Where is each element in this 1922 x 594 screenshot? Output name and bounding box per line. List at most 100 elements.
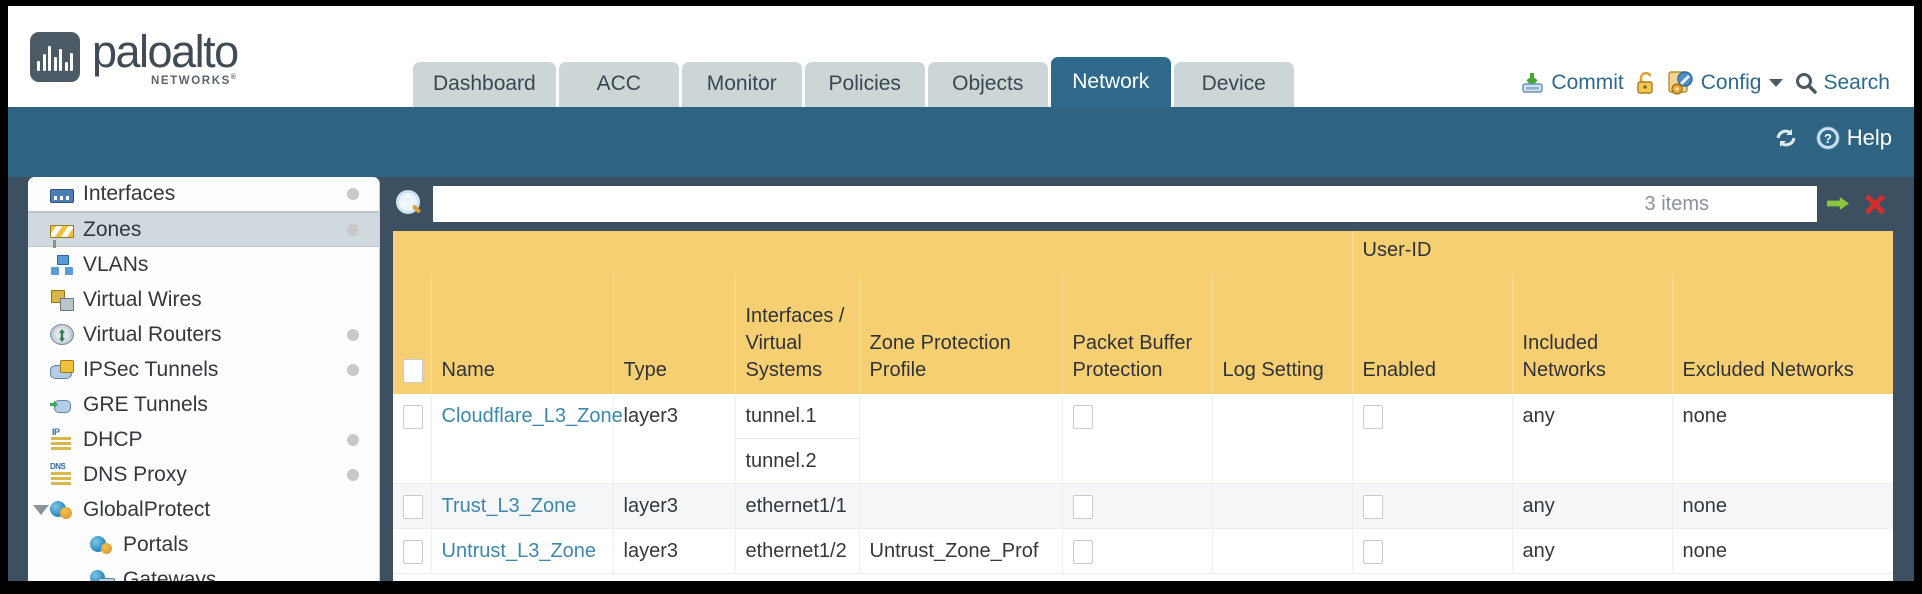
cell-included-networks: any [1512,528,1673,574]
sidebar-item-label: Virtual Routers [83,322,222,346]
row-select-checkbox[interactable] [403,494,423,519]
cell-packet-buffer-protection [1062,528,1213,574]
cell-included-networks: any [1512,394,1673,484]
interface-entry: tunnel.1 [735,394,859,439]
commit-button[interactable]: Commit [1520,71,1624,95]
cell-zone-protection-profile [859,483,1063,529]
chevron-down-icon[interactable] [1769,78,1784,87]
sidebar-item-portals[interactable]: Portals [28,527,379,562]
filter-toolbar: 3 items [393,177,1893,231]
search-magnifier-icon[interactable] [395,189,425,219]
lock-button[interactable] [1635,71,1657,95]
sidebar-item-label: DNS Proxy [83,462,187,486]
row-select-checkbox[interactable] [403,539,423,564]
ipsec-tunnels-icon [50,359,74,381]
column-header-zone-protection-profile[interactable]: Zone Protection Profile [859,274,1063,394]
registered-mark: ® [230,74,238,81]
cell-type: layer3 [613,394,736,484]
search-label: Search [1823,70,1890,94]
search-input[interactable] [433,186,1817,222]
header-actions: Commit [1520,70,1890,95]
zone-name-link[interactable]: Cloudflare_L3_Zone [441,405,623,427]
sidebar-item-label: Zones [83,217,142,241]
gre-tunnels-icon [50,394,74,416]
sidebar-item-globalprotect[interactable]: GlobalProtect [28,492,379,527]
table-row[interactable]: Trust_L3_Zone layer3 ethernet1/1 [393,483,1893,529]
sidebar-item-virtual-wires[interactable]: Virtual Wires [28,282,379,317]
sidebar-item-virtual-routers[interactable]: Virtual Routers [28,317,379,352]
red-x-clear-icon[interactable] [1861,190,1889,218]
tab-device[interactable]: Device [1173,62,1294,107]
zone-name-link[interactable]: Trust_L3_Zone [441,495,577,517]
tab-acc[interactable]: ACC [558,62,679,107]
cell-userid-enabled [1352,394,1513,484]
tab-objects[interactable]: Objects [927,62,1048,107]
brand-tagline-text: NETWORKS [150,74,231,87]
sidebar-item-dhcp[interactable]: DHCP [28,422,379,457]
tab-dashboard[interactable]: Dashboard [413,62,556,107]
sidebar-status-dot [347,363,359,376]
column-header-type[interactable]: Type [613,274,736,394]
cell-interfaces: ethernet1/2 [735,528,860,574]
column-header-log-setting[interactable]: Log Setting [1212,274,1353,394]
cell-excluded-networks: none [1672,394,1893,484]
userid-enabled-checkbox[interactable] [1362,539,1383,564]
help-button[interactable]: ? Help [1815,125,1892,151]
sidebar-item-vlans[interactable]: VLANs [28,247,379,282]
column-header-excluded-networks[interactable]: Excluded Networks [1672,274,1893,394]
column-header-packet-buffer-protection[interactable]: Packet Buffer Protection [1062,274,1213,394]
cell-log-setting [1212,528,1353,574]
sidebar-item-dns-proxy[interactable]: DNS Proxy [28,457,379,492]
config-menu[interactable]: Config [1668,70,1784,95]
sidebar-item-gre-tunnels[interactable]: GRE Tunnels [28,387,379,422]
refresh-button[interactable] [1773,126,1799,150]
cell-packet-buffer-protection [1062,483,1213,529]
zones-table-container: User-ID Name Type Interfaces / Virtual S… [393,231,1893,581]
packet-buffer-protection-checkbox[interactable] [1072,404,1093,429]
group-header-spacer [393,231,1353,274]
cell-included-networks: any [1512,483,1673,529]
tab-policies[interactable]: Policies [804,62,925,107]
tab-monitor[interactable]: Monitor [681,62,802,107]
sidebar-item-gateways[interactable]: Gateways [28,562,379,581]
top-header-bar: paloalto NETWORKS® Dashboard ACC Monitor… [8,6,1914,107]
sidebar-item-label: Interfaces [83,182,176,205]
column-header-enabled[interactable]: Enabled [1352,274,1513,394]
row-select-checkbox[interactable] [403,404,423,429]
brand-name: paloalto [92,26,239,77]
green-arrow-apply-icon[interactable] [1825,190,1853,218]
table-row[interactable]: Untrust_L3_Zone layer3 ethernet1/2 Untru… [393,528,1893,574]
sidebar-item-zones[interactable]: Zones [28,212,379,248]
help-question-icon: ? [1815,125,1841,151]
search-button[interactable]: Search [1794,71,1890,95]
zone-name-link[interactable]: Untrust_L3_Zone [441,540,597,562]
brand-logo: paloalto NETWORKS® [30,26,239,87]
table-row[interactable]: Cloudflare_L3_Zone layer3 tunnel.1 tunne… [393,394,1893,484]
cell-interfaces: tunnel.1 tunnel.2 [735,394,860,484]
row-select-cell [393,483,432,529]
select-all-checkbox[interactable] [403,358,423,383]
column-header-name[interactable]: Name [431,274,614,394]
userid-enabled-checkbox[interactable] [1362,404,1383,429]
zones-table: User-ID Name Type Interfaces / Virtual S… [393,231,1893,574]
expand-collapse-triangle-icon[interactable] [33,504,49,515]
packet-buffer-protection-checkbox[interactable] [1072,494,1093,519]
config-wrench-icon [1668,70,1696,95]
sub-header-band: ? Help [8,107,1914,177]
column-header-included-networks[interactable]: Included Networks [1512,274,1673,394]
config-label: Config [1700,70,1762,94]
interface-entry: ethernet1/1 [745,495,847,517]
svg-text:?: ? [1824,131,1832,146]
sidebar-item-interfaces[interactable]: Interfaces [28,177,379,212]
brand-tagline: NETWORKS® [92,74,238,87]
packet-buffer-protection-checkbox[interactable] [1072,539,1093,564]
userid-enabled-checkbox[interactable] [1362,494,1383,519]
body-area: Interfaces Zones VLANs Virtual Wires Vir… [8,177,1914,581]
cell-name: Trust_L3_Zone [431,483,614,529]
tab-network[interactable]: Network [1050,57,1171,107]
column-header-interfaces[interactable]: Interfaces / Virtual Systems [735,274,860,394]
commit-save-icon [1520,71,1546,95]
sidebar-item-label: GRE Tunnels [83,392,208,416]
help-label: Help [1846,125,1892,150]
sidebar-item-ipsec-tunnels[interactable]: IPSec Tunnels [28,352,379,387]
